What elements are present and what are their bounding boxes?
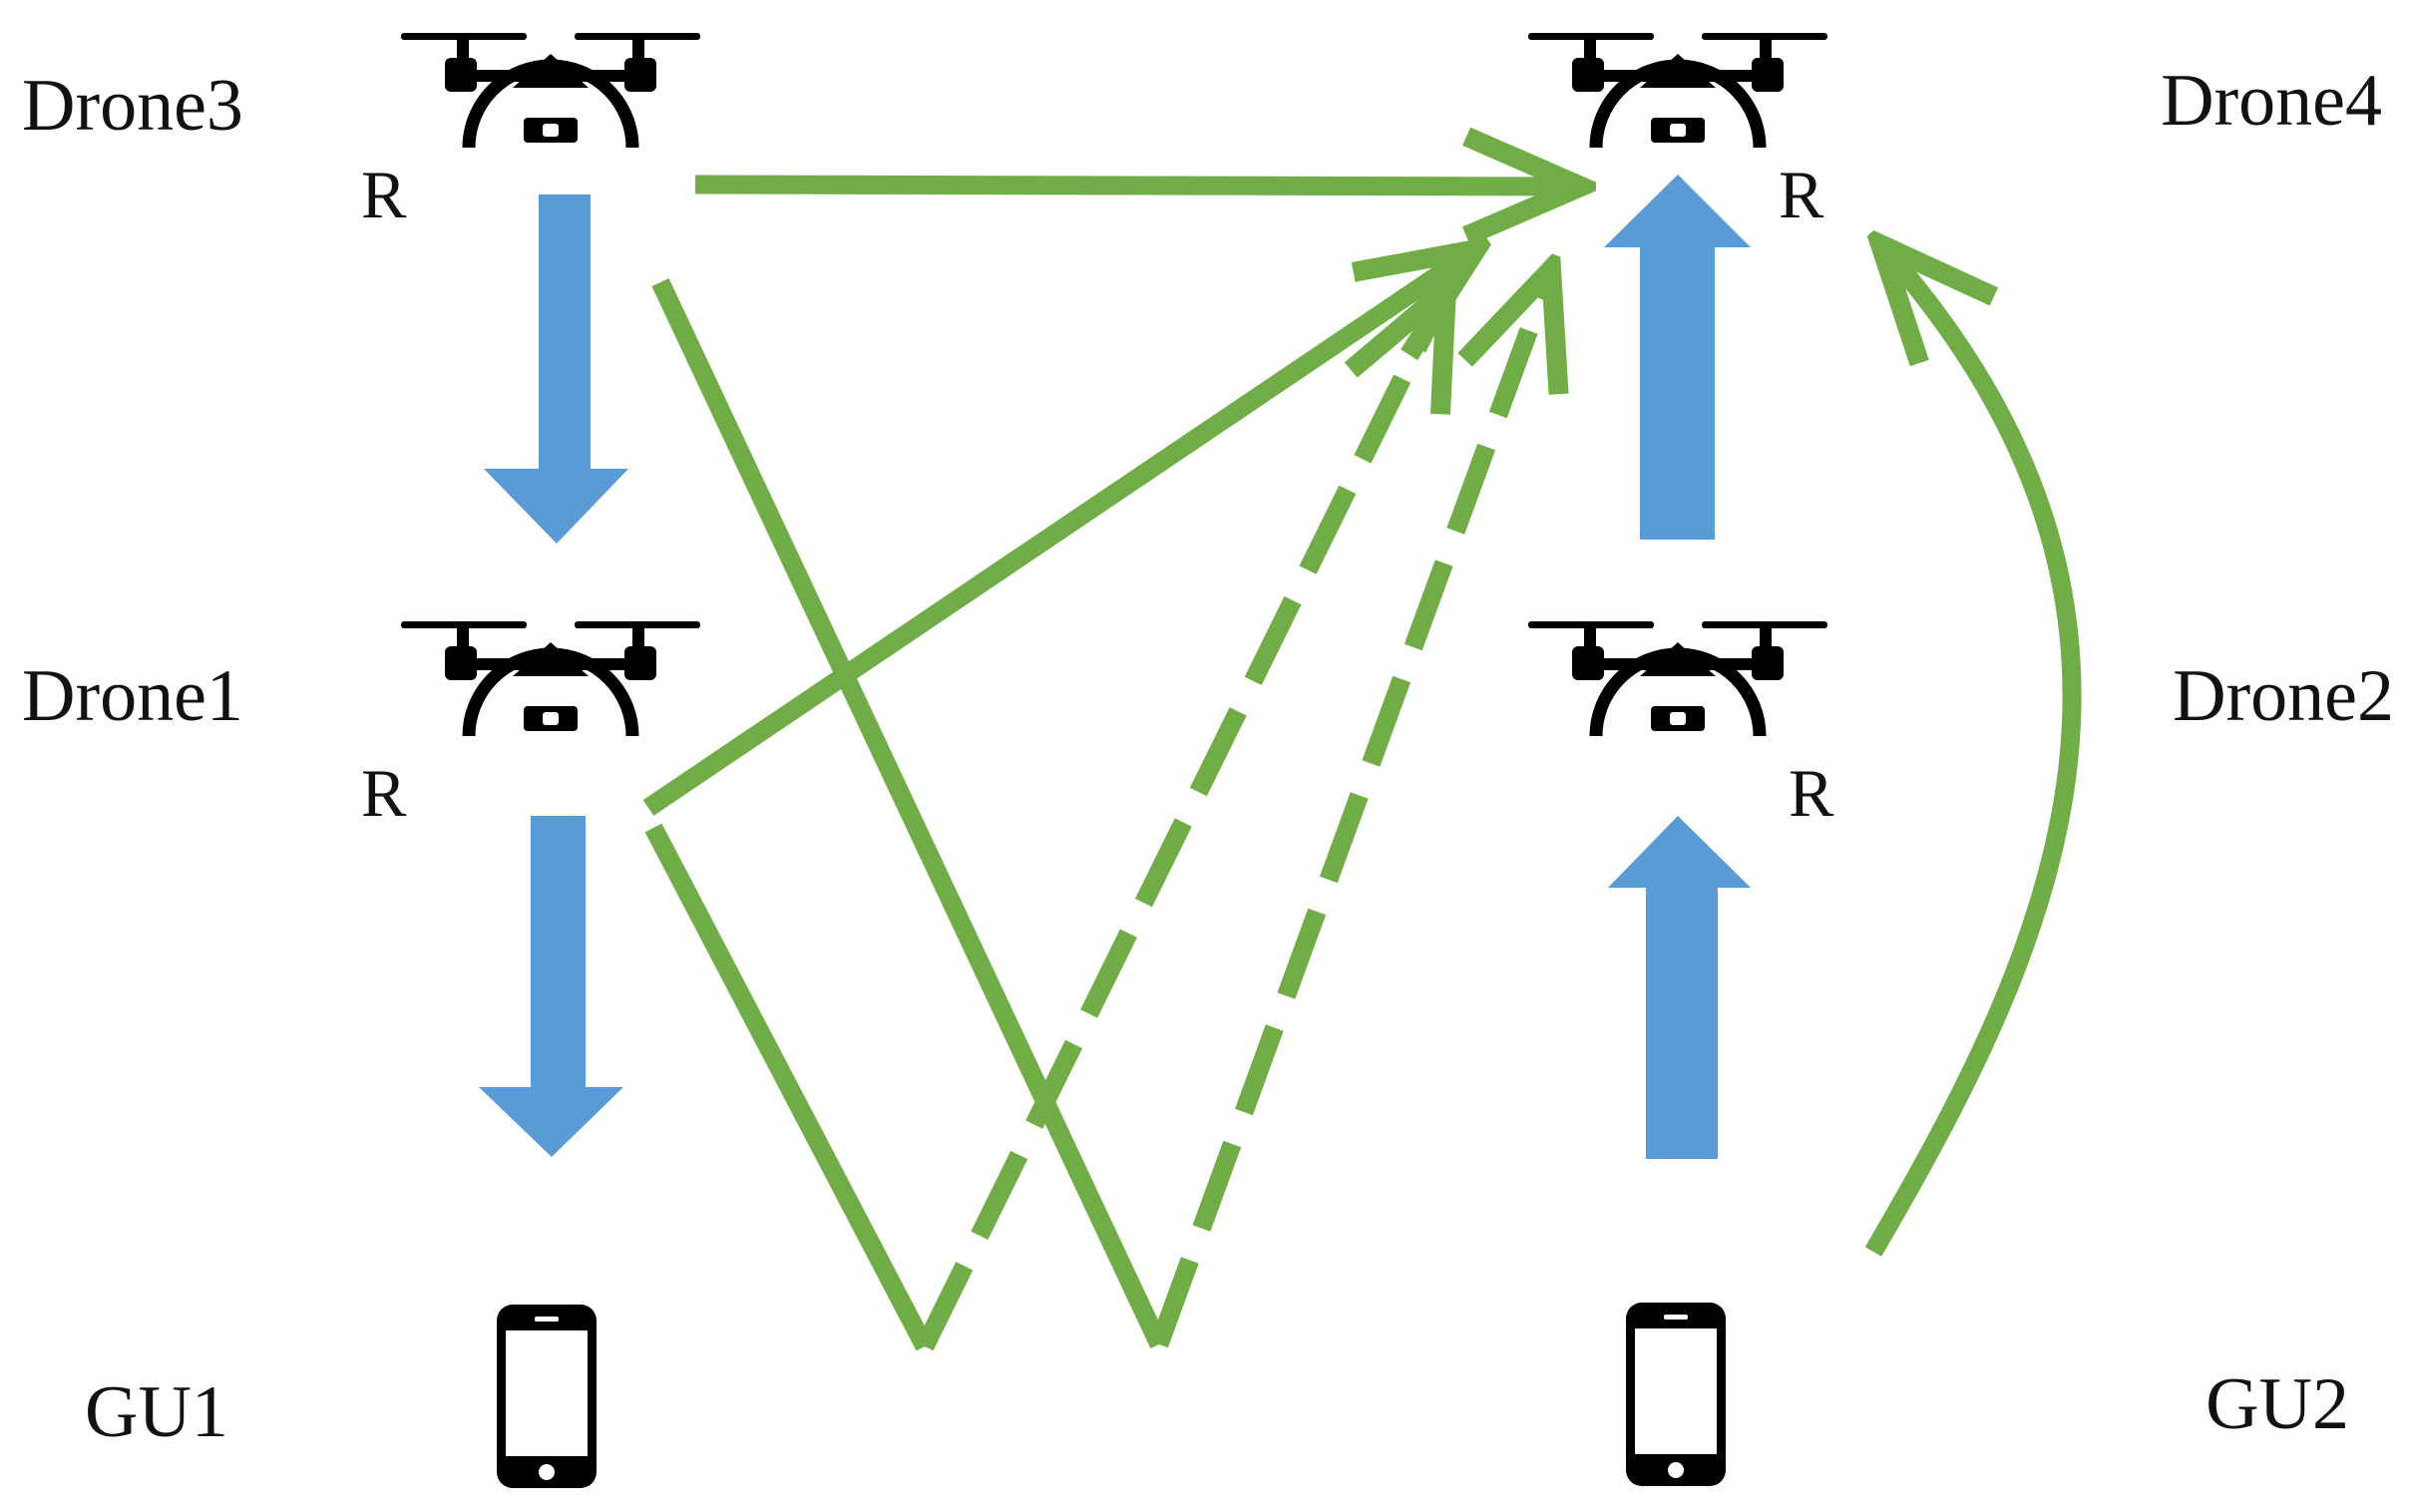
gu2-to-drone2-arrow <box>1608 816 1751 1159</box>
drone1-to-gu1-arrow <box>479 816 623 1157</box>
gu1-label: GU1 <box>85 1371 228 1453</box>
drone1-to-drone4-link <box>642 249 1476 816</box>
drone4-label: Drone4 <box>2161 60 2382 142</box>
gu2-to-drone4-curved-link <box>1873 244 2082 1257</box>
drone1-drone-icon <box>401 621 700 736</box>
drone2-label: Drone2 <box>2173 655 2394 737</box>
ground-bounce-to-drone4-dashed-link-2 <box>1150 269 1551 1348</box>
drone3-to-ground-bounce-link <box>651 277 1168 1349</box>
ground-bounce-to-drone4-dashed-link-1 <box>916 289 1446 1351</box>
drone4-relay-tag: R <box>1779 157 1824 232</box>
drone4-drone-icon <box>1528 33 1827 148</box>
drone3-to-drone4-link <box>694 185 1581 187</box>
drone3-drone-icon <box>401 33 700 148</box>
gu1-smartphone-icon <box>497 1305 597 1488</box>
drone3-label: Drone3 <box>22 65 243 147</box>
gu2-smartphone-icon <box>1626 1303 1726 1486</box>
relay-links <box>642 185 2082 1351</box>
drone3-to-drone1-arrow <box>484 194 628 544</box>
drone1-label: Drone1 <box>22 655 243 737</box>
drone2-to-drone4-arrow <box>1604 175 1751 540</box>
drone2-relay-tag: R <box>1789 755 1834 831</box>
drone2-drone-icon <box>1528 621 1827 736</box>
direct-links <box>479 175 1751 1159</box>
drone1-relay-tag: R <box>361 755 407 831</box>
drone1-to-ground-bounce-link <box>644 823 934 1351</box>
drone3-relay-tag: R <box>361 157 407 232</box>
gu2-label: GU2 <box>2206 1363 2349 1445</box>
